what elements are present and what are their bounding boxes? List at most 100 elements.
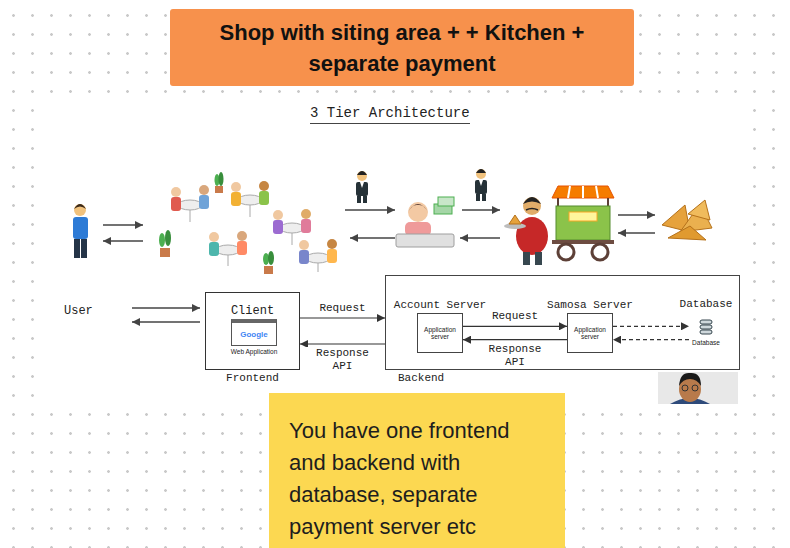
- waiter-body: [475, 180, 487, 194]
- roof-stripe: [596, 186, 598, 198]
- node-subtext: Web Application: [231, 348, 278, 355]
- browser-window: GoogleWeb Application: [231, 319, 277, 346]
- waiter-hair: [357, 171, 367, 175]
- sticky-note: You have one frontend and backend with d…: [269, 393, 565, 548]
- waiter-leg: [357, 196, 361, 203]
- guest-body: [199, 195, 209, 209]
- cart-body: [556, 206, 610, 240]
- cart-pole: [557, 198, 559, 206]
- waiter-hair: [476, 169, 486, 173]
- plant-pot: [264, 266, 273, 274]
- plant-leaf: [159, 233, 165, 247]
- connector: [463, 326, 567, 327]
- photo-ground: [658, 372, 738, 404]
- subtitle: 3 Tier Architecture: [310, 105, 470, 124]
- guest-head: [231, 182, 241, 192]
- guest-body: [231, 192, 241, 206]
- cart-wheel: [592, 244, 608, 260]
- waiter-shirt: [360, 182, 364, 188]
- flow-arrow: [103, 224, 143, 225]
- waiter-shirt: [479, 180, 483, 186]
- title-banner: Shop with siting area + + Kitchen + sepa…: [170, 9, 634, 86]
- node-text: Google: [240, 330, 268, 339]
- cart-wheel: [558, 244, 574, 260]
- cook-body: [516, 217, 548, 255]
- guest-body: [299, 250, 309, 264]
- flow-arrow: [350, 237, 395, 238]
- photo-hair: [679, 373, 701, 386]
- table-leg: [318, 263, 319, 272]
- connector: [613, 339, 689, 340]
- guest-head: [171, 187, 181, 197]
- table-leg: [190, 210, 191, 222]
- guest-head: [199, 185, 209, 195]
- guest-head: [301, 209, 311, 219]
- table: [306, 253, 330, 263]
- cart-pole: [607, 198, 609, 206]
- guest-body: [273, 220, 283, 234]
- guest-head: [237, 231, 247, 241]
- guest-head: [259, 181, 269, 191]
- plant-pot: [160, 248, 170, 257]
- guest-body: [171, 197, 181, 211]
- cart-base: [552, 240, 614, 244]
- samosa: [688, 200, 710, 220]
- waiter-leg: [482, 194, 486, 201]
- waiter-leg: [363, 196, 367, 203]
- roof-stripe: [582, 186, 584, 198]
- roof-stripe: [568, 186, 570, 198]
- flow-arrow: [462, 209, 500, 210]
- node-subtext: Application server: [571, 326, 609, 341]
- node-text: Backend: [398, 372, 444, 384]
- flow-arrow: [618, 214, 655, 215]
- table: [178, 200, 202, 210]
- table: [238, 195, 262, 205]
- cashier-head: [408, 202, 428, 222]
- waiter-body: [356, 182, 368, 196]
- plant-leaf: [268, 251, 274, 265]
- photo-glasses: [692, 385, 698, 391]
- table-leg: [228, 255, 229, 266]
- title-text: Shop with siting area + + Kitchen + sepa…: [184, 17, 620, 79]
- samosa: [668, 226, 706, 240]
- table: [216, 245, 240, 255]
- edge-label: Request: [490, 310, 540, 323]
- actor-label: User: [64, 304, 93, 318]
- waiter-head: [357, 171, 367, 181]
- cook-leg: [535, 252, 542, 265]
- image-ground: [48, 97, 746, 402]
- node-text: Client: [231, 304, 274, 318]
- guest-body: [209, 242, 219, 256]
- connector: [300, 317, 385, 318]
- database-disk: [700, 320, 712, 324]
- user-leg: [74, 239, 80, 258]
- node-text: Account Server: [394, 299, 486, 311]
- database-disk: [700, 325, 712, 329]
- guest-body: [237, 241, 247, 255]
- user-arrow: [132, 307, 200, 308]
- user-arrow: [132, 321, 200, 322]
- connector: [613, 326, 689, 327]
- client-box: ClientFrontendGoogleWeb Application: [205, 292, 300, 370]
- flow-arrow: [103, 240, 143, 241]
- database-disk: [700, 330, 712, 334]
- connector: [300, 343, 385, 344]
- cart-roof: [552, 186, 614, 198]
- user-head: [74, 204, 86, 216]
- edge-label: Response API: [306, 347, 380, 373]
- server-box: Account ServerApplication server: [417, 313, 463, 353]
- guest-head: [299, 240, 309, 250]
- flow-arrow: [460, 237, 500, 238]
- table: [280, 223, 304, 233]
- guest-head: [209, 232, 219, 242]
- guest-body: [301, 219, 311, 233]
- database-icon: DatabaseDatabase: [689, 313, 723, 353]
- cash-desk: [396, 234, 454, 247]
- user-hair: [74, 204, 86, 209]
- edge-label: Response API: [478, 343, 552, 369]
- guest-body: [327, 249, 337, 263]
- cook-leg: [523, 252, 530, 265]
- guest-body: [259, 191, 269, 205]
- backend-box: BackendAccount ServerApplication serverS…: [385, 275, 740, 370]
